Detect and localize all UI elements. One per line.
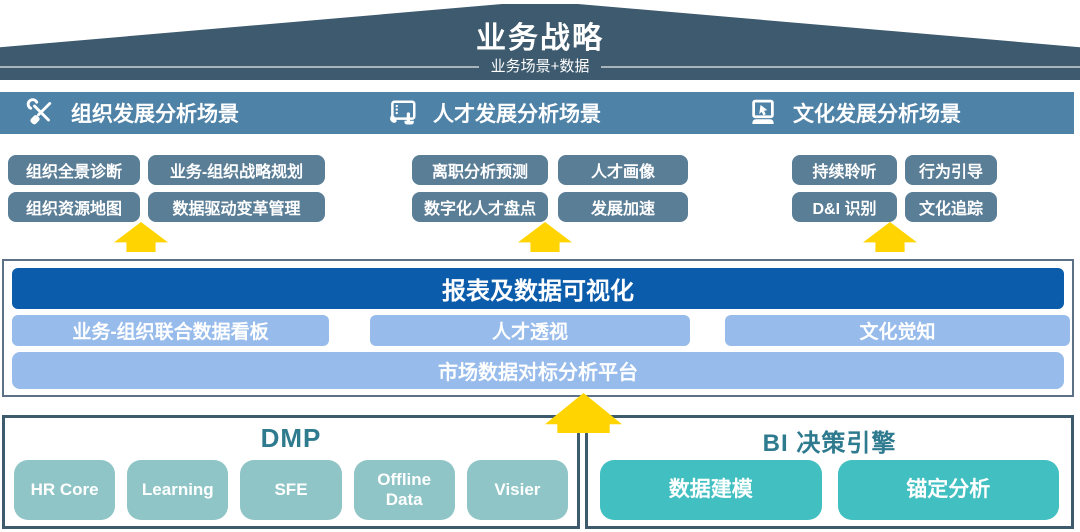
laptop-cursor-icon — [746, 98, 780, 128]
dmp-title: DMP — [260, 423, 322, 453]
scenario-bar: 组织发展分析场景 人才发展分析场景 — [0, 92, 1074, 134]
bi-modules-row: 数据建模 锚定分析 — [588, 460, 1071, 520]
scenario-chip: 数据驱动变革管理 — [148, 192, 325, 222]
dmp-sources-row: HR Core Learning SFE Offline Data Visier — [5, 460, 577, 520]
bi-panel: BI 决策引擎 数据建模 锚定分析 — [585, 415, 1074, 529]
up-arrow-icon — [114, 222, 168, 252]
bi-module-chip: 锚定分析 — [837, 460, 1059, 520]
strategy-subtitle-row: 业务场景+数据 — [0, 58, 1080, 76]
bi-title: BI 决策引擎 — [762, 430, 897, 457]
touch-tablet-icon — [386, 98, 420, 128]
dmp-source-chip: Visier — [466, 460, 569, 520]
scenario-chip: 组织资源地图 — [8, 192, 140, 222]
dmp-source-chip: Offline Data — [353, 460, 455, 520]
scenario-chip: 组织全景诊断 — [8, 155, 140, 185]
scenario-chip: 业务-组织战略规划 — [148, 155, 325, 185]
dmp-panel: DMP HR Core Learning SFE Offline Data Vi… — [2, 415, 580, 529]
bi-module-chip: 数据建模 — [600, 460, 822, 520]
dmp-source-chip: SFE — [240, 460, 342, 520]
scenario-talent: 人才发展分析场景 — [386, 92, 601, 134]
scenario-chip: 发展加速 — [558, 192, 688, 222]
scenario-chip: 人才画像 — [558, 155, 688, 185]
report-board: 人才透视 — [370, 315, 690, 346]
scenario-chip: 数字化人才盘点 — [412, 192, 548, 222]
scenario-chip: 文化追踪 — [905, 192, 997, 222]
scenario-culture-label: 文化发展分析场景 — [793, 103, 961, 126]
scenario-org-label: 组织发展分析场景 — [71, 103, 239, 126]
scenario-talent-label: 人才发展分析场景 — [433, 103, 601, 126]
strategy-roof: 业务战略 业务场景+数据 — [0, 4, 1080, 80]
scenario-chip: 离职分析预测 — [412, 155, 548, 185]
dmp-source-chip: HR Core — [14, 460, 116, 520]
report-board: 文化觉知 — [725, 315, 1070, 346]
report-board: 业务-组织联合数据看板 — [12, 315, 329, 346]
report-layer-header: 报表及数据可视化 — [12, 268, 1064, 309]
strategy-title: 业务战略 — [476, 22, 604, 55]
scenario-org: 组织发展分析场景 — [25, 92, 239, 134]
market-benchmark-platform-bar: 市场数据对标分析平台 — [12, 352, 1064, 389]
dmp-source-chip: Learning — [127, 460, 229, 520]
up-arrow-icon — [863, 222, 917, 252]
scenario-chip: 行为引导 — [905, 155, 997, 185]
scenario-chip: D&I 识别 — [792, 192, 897, 222]
scenario-chip: 持续聆听 — [792, 155, 897, 185]
report-layer-panel: 报表及数据可视化 业务-组织联合数据看板 人才透视 文化觉知 市场数据对标分析平… — [2, 259, 1074, 397]
up-arrow-icon — [518, 222, 572, 252]
strategy-subtitle: 业务场景+数据 — [478, 58, 602, 76]
scenario-culture: 文化发展分析场景 — [746, 92, 961, 134]
tools-icon — [25, 98, 58, 128]
